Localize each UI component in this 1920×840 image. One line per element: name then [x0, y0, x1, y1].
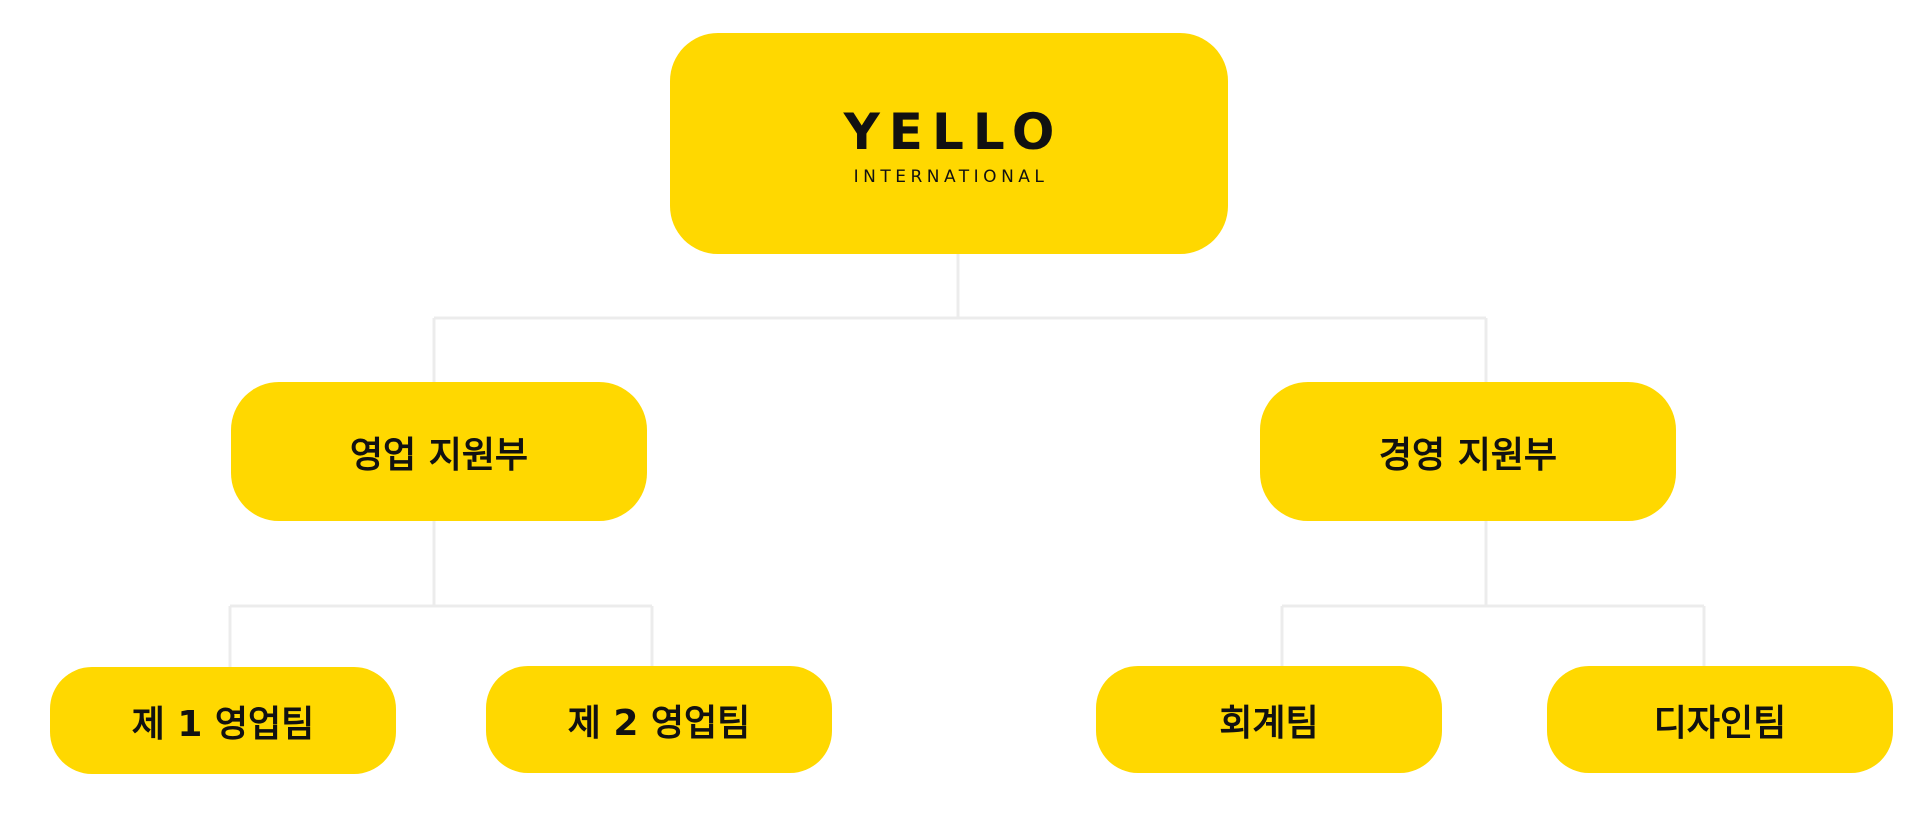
- team-accounting: 회계팀: [1096, 666, 1442, 773]
- connector-management-to-teams: [1280, 521, 1706, 666]
- logo-wordmark: YELLO: [843, 102, 1064, 161]
- logo-subtitle: INTERNATIONAL: [853, 166, 1049, 187]
- team-sales-2: 제 2 영업팀: [486, 666, 832, 773]
- department-sales-support: 영업 지원부: [231, 382, 647, 521]
- department-management-support: 경영 지원부: [1260, 382, 1676, 521]
- connector-root-to-departments: [432, 254, 1488, 382]
- company-logo-node: YELLO INTERNATIONAL: [670, 33, 1228, 254]
- connector-sales-to-teams: [228, 521, 654, 667]
- team-sales-1: 제 1 영업팀: [50, 667, 396, 774]
- team-design: 디자인팀: [1547, 666, 1893, 773]
